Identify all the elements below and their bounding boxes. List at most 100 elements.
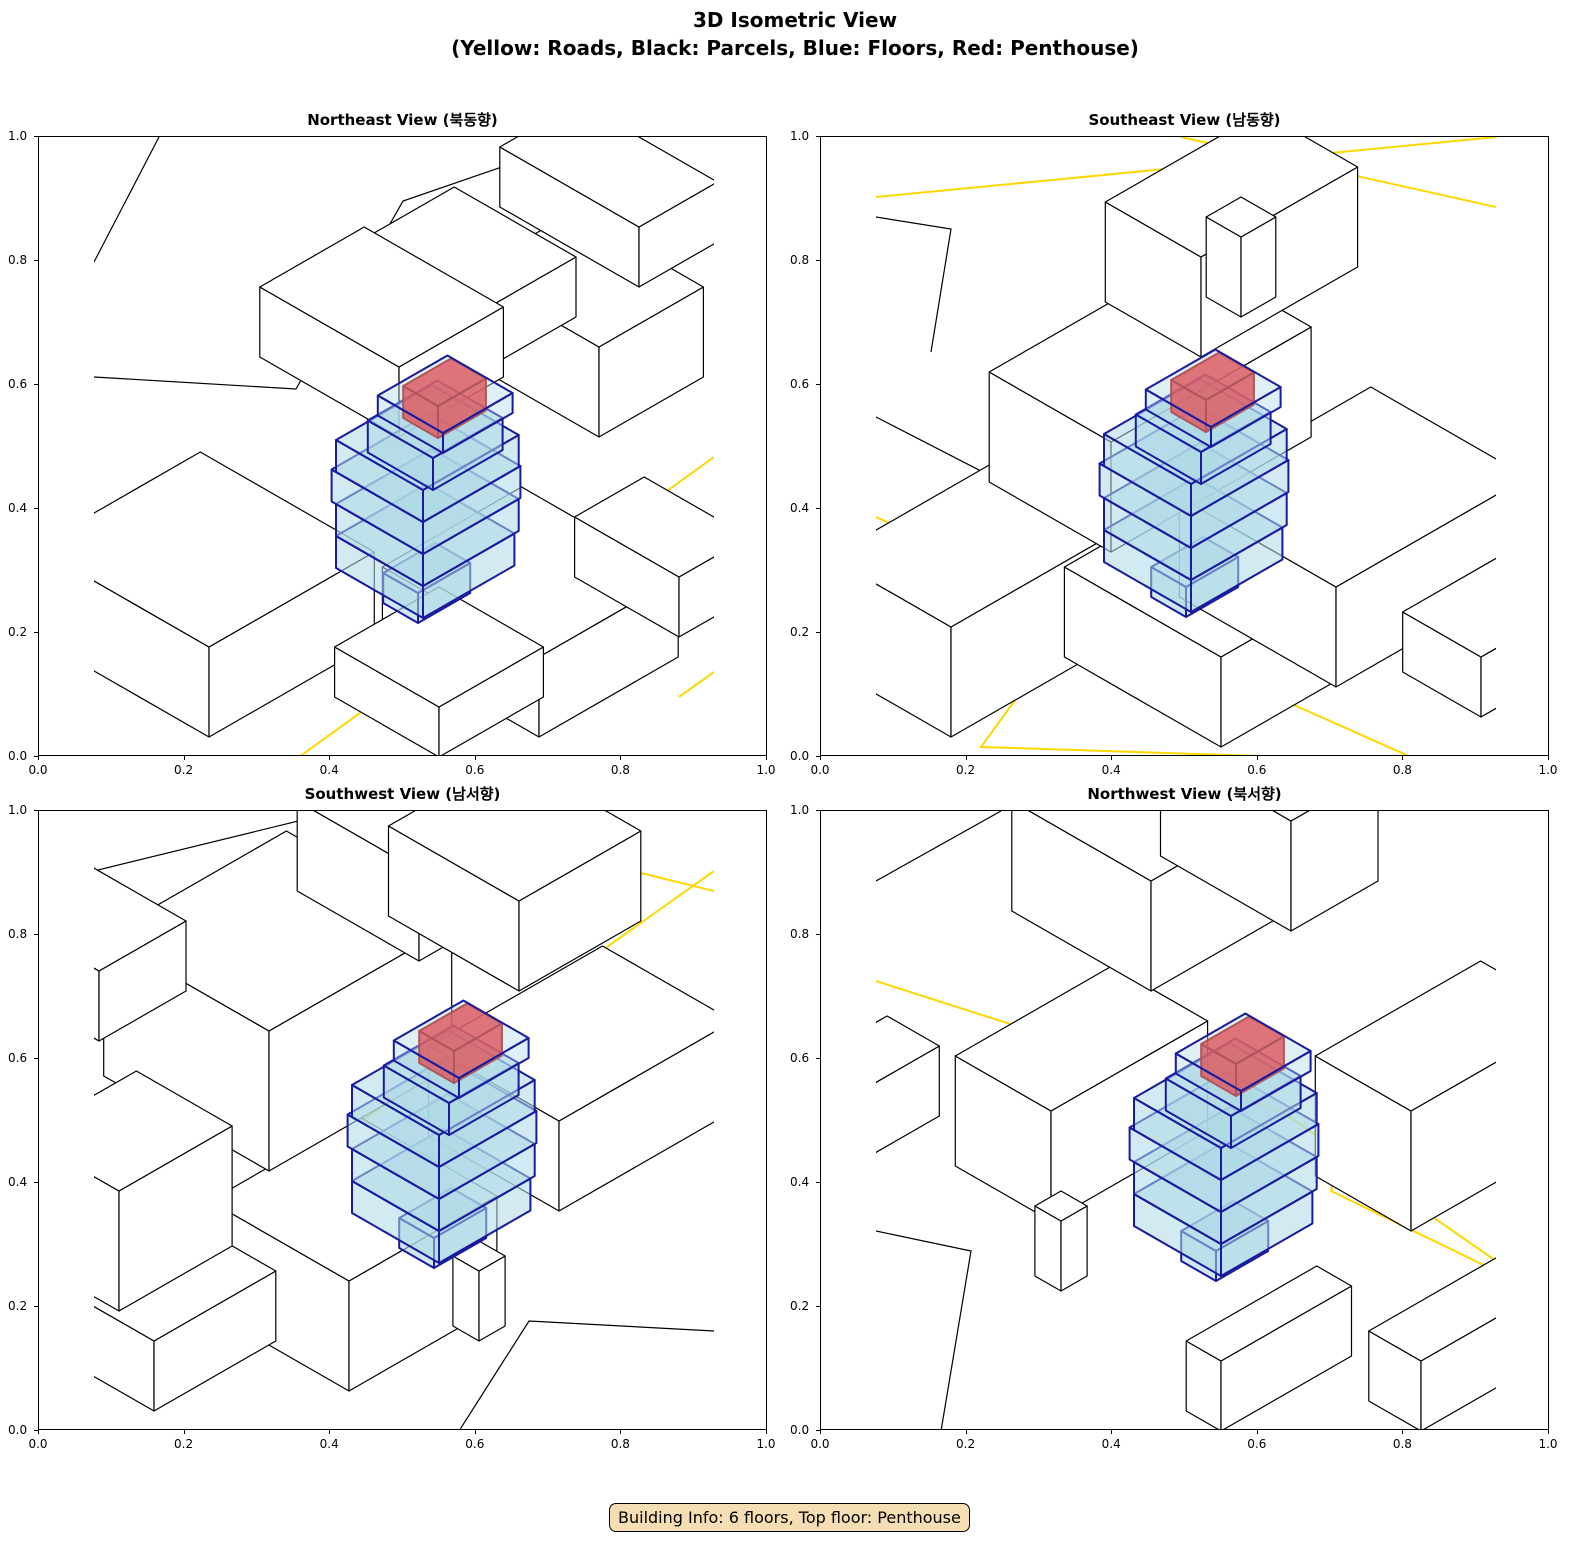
y-tick <box>816 136 820 137</box>
y-tick <box>816 632 820 633</box>
x-tick <box>183 756 185 760</box>
y-tick-label: 0.0 <box>790 1423 810 1437</box>
parcel-building <box>1368 1257 1496 1429</box>
y-tick <box>816 1182 820 1183</box>
y-tick-label: 0.8 <box>8 927 28 941</box>
y-tick <box>816 934 820 935</box>
floor-block <box>376 354 514 454</box>
y-tick-label: 0.4 <box>790 1175 810 1189</box>
floor-block <box>392 999 530 1099</box>
y-tick <box>34 384 38 385</box>
y-tick-label: 1.0 <box>8 803 28 817</box>
parcel-outline <box>876 1230 972 1429</box>
parcel-building <box>94 1070 233 1312</box>
x-tick <box>1256 1430 1258 1434</box>
floor-block <box>1174 1012 1312 1112</box>
x-tick <box>1548 756 1549 760</box>
building-info-box: Building Info: 6 floors, Top floor: Pent… <box>609 1503 970 1532</box>
x-tick <box>620 756 622 760</box>
x-tick-label: 0.6 <box>1247 1437 1267 1451</box>
y-tick <box>34 810 38 811</box>
x-tick-label: 0.2 <box>956 1437 976 1451</box>
x-tick <box>766 1430 767 1434</box>
scene-drawing <box>876 811 1496 1429</box>
y-tick-label: 0.0 <box>790 749 810 763</box>
x-tick <box>1256 756 1258 760</box>
y-tick-label: 0.0 <box>8 749 28 763</box>
x-tick <box>329 756 331 760</box>
x-tick <box>766 756 767 760</box>
plot-area <box>38 136 767 756</box>
x-tick-label: 1.0 <box>1538 763 1558 777</box>
parcel-building <box>876 1015 940 1154</box>
y-tick-label: 0.6 <box>790 377 810 391</box>
x-tick-label: 0.0 <box>810 763 830 777</box>
parcel-building <box>94 451 375 738</box>
parcel-outline <box>876 216 952 353</box>
x-tick-label: 0.6 <box>1247 763 1267 777</box>
x-tick-label: 0.6 <box>465 763 485 777</box>
parcel-building <box>1159 811 1379 932</box>
parcel-building <box>94 526 95 588</box>
x-tick <box>820 756 821 760</box>
panel-title: Southeast View (남동향) <box>1088 111 1281 129</box>
road-line <box>678 671 714 698</box>
parcel-building <box>1402 557 1496 718</box>
x-tick-label: 0.8 <box>610 1437 630 1451</box>
y-tick-label: 0.6 <box>790 1051 810 1065</box>
panel-title: Southwest View (남서향) <box>304 785 501 803</box>
y-tick-label: 1.0 <box>790 129 810 143</box>
x-tick <box>1402 1430 1404 1434</box>
x-tick <box>620 1430 622 1434</box>
plot-area <box>38 810 767 1430</box>
x-tick-label: 0.8 <box>1392 1437 1412 1451</box>
x-tick <box>820 1430 821 1434</box>
y-tick-label: 0.2 <box>790 1299 810 1313</box>
x-tick-label: 0.4 <box>319 1437 339 1451</box>
panel-title: Northeast View (북동향) <box>307 111 498 129</box>
panel-title: Northwest View (북서향) <box>1087 785 1282 803</box>
y-tick <box>34 1182 38 1183</box>
y-tick <box>816 810 820 811</box>
floor-block <box>1144 348 1282 448</box>
x-tick-label: 0.4 <box>1101 763 1121 777</box>
y-tick-label: 1.0 <box>8 129 28 143</box>
x-tick-label: 0.8 <box>610 763 630 777</box>
y-tick-label: 0.4 <box>8 501 28 515</box>
x-tick-label: 0.0 <box>28 1437 48 1451</box>
plot-area <box>820 136 1549 756</box>
y-tick-label: 0.8 <box>790 253 810 267</box>
x-tick-label: 0.4 <box>1101 1437 1121 1451</box>
x-tick <box>38 756 39 760</box>
y-tick-label: 1.0 <box>790 803 810 817</box>
scene-drawing <box>94 137 714 755</box>
y-tick <box>34 1430 38 1431</box>
parcel-building <box>452 1240 506 1342</box>
y-tick-label: 0.6 <box>8 1051 28 1065</box>
title-line-2: (Yellow: Roads, Black: Parcels, Blue: Fl… <box>451 36 1139 60</box>
x-tick-label: 1.0 <box>756 763 776 777</box>
y-tick <box>816 384 820 385</box>
x-tick-label: 0.0 <box>28 763 48 777</box>
x-tick <box>965 1430 967 1434</box>
y-tick <box>34 1306 38 1307</box>
y-tick-label: 0.8 <box>790 927 810 941</box>
parcel-outline <box>876 811 1002 882</box>
y-tick <box>816 1058 820 1059</box>
parcel-outline <box>94 137 160 263</box>
x-tick <box>1111 756 1113 760</box>
parcel-building <box>94 867 187 1042</box>
x-tick <box>474 1430 476 1434</box>
y-tick <box>34 756 38 757</box>
y-tick-label: 0.6 <box>8 377 28 391</box>
x-tick-label: 0.6 <box>465 1437 485 1451</box>
y-tick <box>34 260 38 261</box>
x-tick <box>474 756 476 760</box>
parcel-building <box>1034 1190 1088 1292</box>
x-tick <box>38 1430 39 1434</box>
y-tick <box>816 1306 820 1307</box>
